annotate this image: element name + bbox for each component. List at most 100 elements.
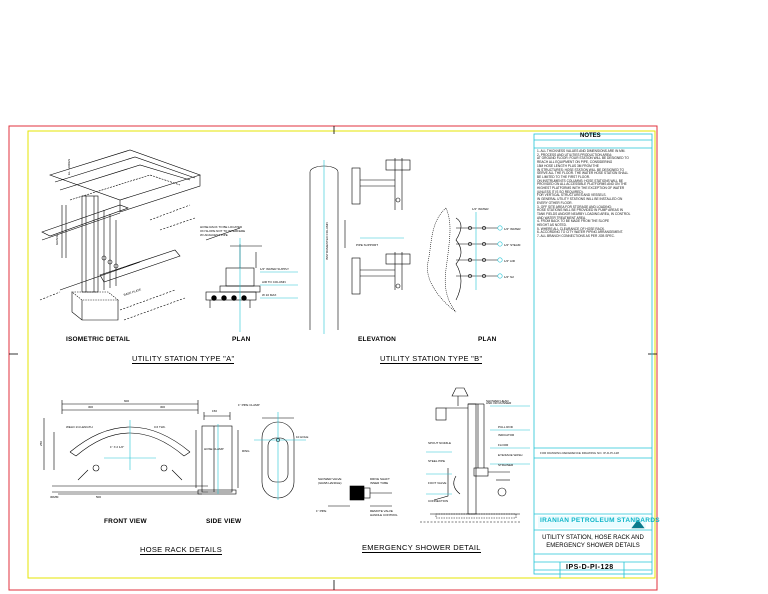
- note-line: AT GROUND FLOOR: FOUR STATION WILL BE DE…: [537, 156, 629, 161]
- shower-valve-drawing: [328, 485, 392, 507]
- note-line: IN GENERAL UTILITY STATIONS WILL BE INST…: [537, 197, 623, 202]
- svg-text:HANDLE CONTROL: HANDLE CONTROL: [370, 513, 398, 517]
- shower-drawing: [420, 387, 520, 523]
- svg-text:150: 150: [212, 409, 217, 413]
- plan-a-labels: HOSE RACK TO BE LOCATED ON SLOPE NOT TO …: [200, 225, 289, 297]
- note-line: 6- ACCORDING TO CITY WATER PIPING ARRANG…: [537, 230, 624, 235]
- svg-text:SPOUT NOZZLE: SPOUT NOZZLE: [428, 441, 451, 445]
- note-line: AND WATER TREATMENT AREA.: [537, 215, 587, 220]
- sheet-border: [8, 125, 658, 591]
- svg-text:300: 300: [88, 405, 93, 409]
- view-label-front-view: FRONT VIEW: [104, 518, 147, 525]
- title-emergency-shower: EMERGENCY SHOWER DETAIL: [362, 543, 481, 553]
- svg-text:STEEL PIPE: STEEL PIPE: [428, 459, 445, 463]
- svg-text:SHOWER VALVE: SHOWER VALVE: [318, 477, 342, 481]
- svg-text:W/ ADJACENT PIPE: W/ ADJACENT PIPE: [200, 233, 228, 237]
- svg-text:INDICATOR: INDICATOR: [498, 433, 515, 437]
- note-line: 7- ALL BRANCH CONNECTIONS AS PER JOB SPE…: [537, 234, 615, 239]
- svg-text:1" PIPE: 1" PIPE: [316, 509, 326, 513]
- svg-text:INNER TUBE: INNER TUBE: [370, 481, 388, 485]
- hose-rack-front-cyan: [104, 420, 156, 470]
- svg-text:INSTRUMENTED COLUMN: INSTRUMENTED COLUMN: [325, 222, 329, 260]
- isometric-labels: EL. VARIES GRADE BASE PLATE: [55, 159, 142, 297]
- svg-text:GRADE: GRADE: [55, 234, 59, 245]
- shower-cyan: [426, 405, 530, 495]
- clamp-detail-cyan: [254, 412, 306, 500]
- note-line: 5- WHERE ALL CLEARANCE OF HOSE RACK.: [537, 226, 606, 231]
- title-block-logo: [631, 519, 645, 529]
- svg-text:ON SLOPE NOT TO INTERFERE: ON SLOPE NOT TO INTERFERE: [200, 229, 245, 233]
- svg-text:0.6 THK.: 0.6 THK.: [154, 425, 166, 429]
- hose-rack-front-dims: 600 300 300 WELD 1/4 LENGTH 0.6 THK. 1" …: [39, 399, 166, 499]
- svg-text:250: 250: [39, 441, 43, 446]
- svg-text:REMOTE VALVE: REMOTE VALVE: [370, 509, 393, 513]
- svg-text:1/2" WATER: 1/2" WATER: [472, 207, 489, 211]
- plan-b-drawing: [427, 207, 498, 313]
- notes-panel-frame: [533, 133, 653, 578]
- title-block-fill: [538, 516, 646, 528]
- svg-text:HOSE RACK TO BE LOCATED: HOSE RACK TO BE LOCATED: [200, 225, 243, 229]
- svg-text:FLOOR: FLOOR: [498, 443, 509, 447]
- view-label-plan-a: PLAN: [232, 336, 251, 343]
- clamp-detail-labels: 10 HOLE RING: [242, 435, 308, 453]
- note-line: EVERY OTHER FLOOR.: [537, 200, 573, 205]
- hose-rack-front-drawing: [43, 400, 208, 495]
- note-line: HIGHEST PLATFORMS WITH THE EXCEPTION OF …: [537, 186, 625, 190]
- view-label-side-view: SIDE VIEW: [206, 518, 242, 525]
- view-label-elevation-b: ELEVATION: [358, 336, 397, 343]
- svg-text:PIPE SUPPORT: PIPE SUPPORT: [356, 243, 378, 247]
- note-line: REACH ALL EQUIPMENT ON PIPE, CONSIDERING: [537, 160, 613, 165]
- elevation-b-labels: INSTRUMENTED COLUMN PIPE SUPPORT: [325, 222, 378, 260]
- note-line: PROVIDED ON ALL ACCESSIBLE PLATFORMS AND…: [537, 182, 627, 187]
- note-line: HEIGHT AS NOTED.: [537, 223, 567, 227]
- note-line: FOR VERTICAL STRUCTURES AND VESSELS.: [537, 193, 607, 198]
- notes-heading: NOTES: [580, 133, 601, 139]
- svg-text:30MM: 30MM: [50, 495, 59, 499]
- plan-b-cyan: [475, 212, 503, 290]
- shower-valve-labels: SHOWER VALVE (GRAB HANDLE) DRIVE SHAFT I…: [316, 477, 398, 517]
- note-line: HOSE STATIONS WILL BE PROVIDED IN PUMP A…: [537, 208, 623, 213]
- svg-text:1/2" N2: 1/2" N2: [504, 275, 514, 279]
- isometric-drawing: [39, 149, 201, 321]
- svg-text:EL. VARIES: EL. VARIES: [67, 159, 71, 175]
- svg-text:HOSE CLAMP: HOSE CLAMP: [204, 447, 224, 451]
- title-block-title: UTILITY STATION, HOSE RACK AND EMERGENCY…: [542, 535, 644, 549]
- note-line: ON INSTRUMENTS COLUMNS: HOSE STATIONS WI…: [537, 178, 624, 183]
- title-block-company: IRANIAN PETROLEUM STANDARDS: [540, 517, 660, 524]
- svg-text:1/2" STEAM: 1/2" STEAM: [504, 243, 521, 247]
- svg-text:AIR TO COLUMN: AIR TO COLUMN: [262, 280, 286, 284]
- svg-text:STRAINER: STRAINER: [498, 463, 514, 467]
- note-line: 2- PROCESS AND UTILITIES PRODUCTION AREA…: [537, 152, 613, 157]
- svg-text:600: 600: [124, 399, 129, 403]
- svg-text:10 HOLE: 10 HOLE: [296, 435, 308, 439]
- note-line: 15M HOSE LENGTH PLUS 3M FROM THE: [537, 163, 599, 168]
- view-label-isometric-detail: ISOMETRIC DETAIL: [66, 336, 131, 343]
- svg-text:PULL ROD: PULL ROD: [498, 425, 514, 429]
- svg-text:1/2" WATER: 1/2" WATER: [504, 227, 521, 231]
- svg-text:SHOWER HEAD: SHOWER HEAD: [486, 399, 510, 403]
- elevation-b-cyan: [323, 160, 404, 334]
- title-hose-rack-details: HOSE RACK DETAILS: [140, 545, 223, 555]
- hose-rack-side-drawing: [195, 412, 239, 495]
- title-block-code: IPS-D-PI-128: [566, 564, 614, 571]
- svg-text:DRIVE SHAFT: DRIVE SHAFT: [370, 477, 390, 481]
- hose-rack-side-dims: 150 HOSE CLAMP 1" PIPE CLAMP: [204, 403, 260, 451]
- svg-text:AND OR RUNNER: AND OR RUNNER: [486, 401, 512, 405]
- svg-text:W 10 MAX: W 10 MAX: [262, 293, 276, 297]
- sheet-frame: [27, 130, 656, 579]
- title-utility-station-b: UTILITY STATION TYPE "B": [380, 354, 483, 364]
- note-line: SERVE ALL THE FLOOR. THE WATER HOSE STAT…: [537, 171, 629, 176]
- note-line: BE LIMITED TO THE FIRST FLOOR.: [537, 174, 590, 179]
- plan-a-drawing: [205, 227, 262, 308]
- note-line: IN STRUCTURES: HOSE STATION WILL BE DESI…: [537, 167, 624, 172]
- note-line: TANK FIELDS AND/OR NEARBY LOADING AREA, …: [537, 211, 631, 216]
- svg-text:1/2" WATER SUPPLY: 1/2" WATER SUPPLY: [260, 267, 289, 271]
- title-utility-station-a: UTILITY STATION TYPE "A": [132, 354, 235, 364]
- svg-text:300: 300: [160, 405, 165, 409]
- elevation-b-drawing: [309, 158, 411, 330]
- plan-b-labels: 1/2" WATER 1/2" WATER 1/2" STEAM 1/2" AI…: [472, 207, 521, 279]
- svg-text:RING: RING: [242, 449, 250, 453]
- svg-text:EYE/FACE WASH: EYE/FACE WASH: [498, 453, 522, 457]
- svg-text:FOOT VALVE: FOOT VALVE: [428, 481, 446, 485]
